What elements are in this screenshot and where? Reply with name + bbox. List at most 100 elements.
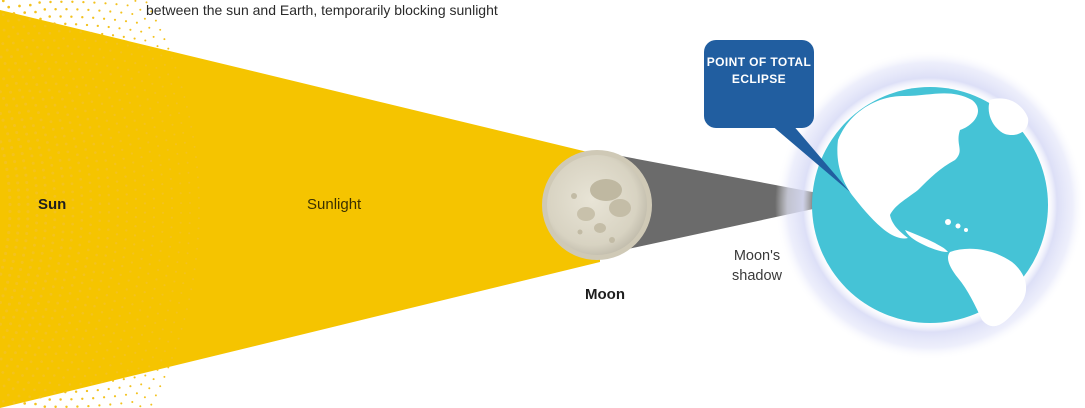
- sun-dot: [115, 323, 119, 326]
- sun-dot: [2, 335, 6, 339]
- sun-dot: [158, 337, 161, 340]
- sun-dot: [25, 45, 29, 49]
- sun-dot: [139, 146, 142, 150]
- sun-dot: [119, 273, 122, 277]
- sun-dot: [163, 38, 166, 41]
- sun-dot: [84, 303, 87, 307]
- sun-dot: [70, 284, 74, 287]
- sun-dot: [72, 276, 76, 279]
- sun-dot: [83, 38, 87, 42]
- sun-dot: [156, 312, 159, 315]
- sun-dot: [121, 305, 124, 309]
- sun-dot: [62, 214, 66, 218]
- sun-dot: [127, 279, 130, 282]
- sun-dot: [122, 255, 125, 259]
- sun-dot: [174, 270, 178, 273]
- sun-dot: [61, 97, 64, 101]
- sun-dot: [157, 268, 160, 272]
- sun-dot: [60, 286, 64, 290]
- sun-dot: [0, 111, 2, 116]
- sun-dot: [152, 197, 156, 200]
- sun-dot: [0, 90, 2, 94]
- sun-dot: [109, 136, 113, 140]
- sun-dot: [148, 73, 151, 76]
- sun-dot: [13, 160, 17, 164]
- sun-dot: [39, 118, 43, 122]
- sun-dot: [90, 31, 93, 35]
- sun-dot: [151, 244, 154, 247]
- sun-dot: [34, 10, 37, 14]
- sun-dot: [183, 318, 186, 320]
- sun-dot: [94, 373, 97, 377]
- sun-dot: [130, 360, 133, 363]
- sun-dot: [14, 245, 18, 249]
- sun-dot: [58, 323, 61, 326]
- sun-dot: [15, 130, 19, 135]
- sun-dot: [61, 359, 64, 362]
- sun-dot: [96, 168, 100, 171]
- sun-dot: [70, 361, 74, 364]
- sun-dot: [53, 309, 57, 313]
- sun-dot: [0, 265, 5, 269]
- sun-dot: [21, 374, 24, 377]
- sun-dot: [174, 143, 178, 146]
- sun-dot: [118, 98, 121, 102]
- sun-dot: [69, 174, 73, 178]
- sun-dot: [148, 263, 151, 266]
- sun-dot: [51, 75, 55, 78]
- sun-dot: [112, 81, 116, 84]
- south-america-landmass: [947, 248, 1027, 327]
- callout-pointer: [770, 124, 850, 192]
- sun-dot: [45, 272, 49, 276]
- sun-dot: [167, 47, 170, 50]
- sun-dot: [95, 296, 99, 300]
- sun-dot: [65, 405, 68, 408]
- sun-dot: [79, 227, 83, 230]
- sun-dot: [136, 318, 139, 321]
- sun-dot: [134, 188, 137, 191]
- sun-dot: [77, 251, 81, 255]
- sun-dot: [115, 180, 119, 183]
- sun-dot: [190, 288, 193, 291]
- sun-dot: [66, 44, 70, 48]
- sun-dotted-arc: [0, 0, 200, 408]
- sun-dot: [159, 28, 162, 31]
- sun-dot: [89, 215, 93, 218]
- sun-dot: [66, 299, 70, 303]
- sun-dot: [2, 77, 6, 81]
- sun-dot: [112, 259, 116, 262]
- sun-dot: [179, 231, 182, 234]
- sun-dot: [187, 242, 190, 245]
- sun-dot: [170, 216, 173, 219]
- sun-dot: [168, 255, 171, 258]
- sun-dot: [23, 402, 27, 405]
- sun-dot: [133, 234, 137, 237]
- sun-dot: [143, 202, 147, 205]
- sun-dot: [98, 365, 101, 368]
- sun-dot: [152, 206, 156, 210]
- sun-dot: [188, 115, 191, 118]
- sun-dot: [70, 52, 74, 55]
- sun-dot: [138, 309, 142, 312]
- sun-dot: [1, 370, 5, 374]
- sun-dot: [38, 1, 41, 4]
- sun-dot: [68, 246, 72, 250]
- sun-dot: [183, 96, 186, 98]
- sun-dot: [98, 228, 101, 231]
- sun-dot: [62, 222, 66, 226]
- sun-dot: [103, 111, 106, 114]
- sun-dot: [85, 256, 89, 260]
- sun-dot: [18, 324, 22, 328]
- sun-dot: [43, 229, 47, 233]
- sun-dot: [71, 99, 74, 103]
- sun-dot: [142, 239, 145, 242]
- sun-dot: [135, 392, 138, 395]
- sun-dot: [42, 38, 46, 42]
- sun-dot: [71, 214, 75, 218]
- sun-dot: [7, 188, 11, 192]
- sun-dot: [107, 202, 111, 205]
- sun-dot: [161, 192, 164, 195]
- sun-dot: [58, 254, 62, 258]
- sun-dot: [97, 176, 100, 180]
- sun-dot: [95, 62, 98, 66]
